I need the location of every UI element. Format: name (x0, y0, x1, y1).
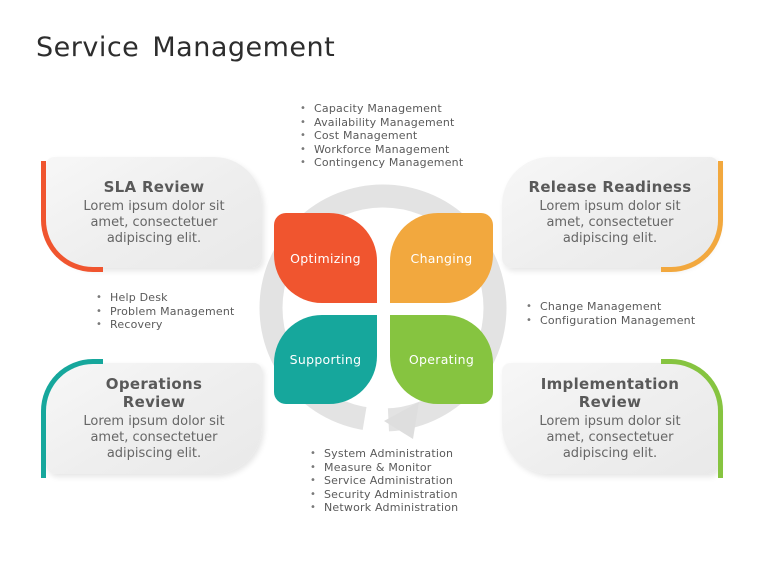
petal-operating-label: Operating (408, 352, 475, 367)
card-release-readiness: Release Readiness Lorem ipsum dolor sit … (502, 157, 723, 272)
list-item: Contingency Management (298, 156, 463, 170)
card-operations-body: Lorem ipsum dolor sit amet, consectetuer… (83, 414, 225, 462)
list-item: Problem Management (94, 305, 235, 319)
list-supporting-items: Help Desk Problem Management Recovery (94, 291, 235, 332)
list-item: Security Administration (308, 488, 458, 502)
list-item: Service Administration (308, 474, 458, 488)
list-item: Cost Management (298, 129, 463, 143)
list-item: System Administration (308, 447, 458, 461)
petal-changing-label: Changing (410, 250, 473, 266)
list-change-items: Change Management Configuration Manageme… (524, 300, 695, 327)
petal-operating: Operating (390, 315, 493, 404)
card-release-body: Lorem ipsum dolor sit amet, consectetuer… (539, 198, 681, 247)
card-sla-body: Lorem ipsum dolor sit amet, consectetuer… (83, 198, 225, 247)
page-title: Service Management (36, 32, 336, 63)
petal-changing: Changing (390, 213, 493, 303)
card-operations-title: Operations Review (105, 374, 203, 411)
card-implementation-title: Implementation Review (540, 374, 680, 411)
card-sla-title: SLA Review (103, 177, 205, 196)
list-item: Network Administration (308, 501, 458, 515)
list-changing-items: Capacity Management Availability Managem… (298, 102, 463, 170)
list-item: Measure & Monitor (308, 461, 458, 475)
list-item: Availability Management (298, 116, 463, 130)
list-item: Change Management (524, 300, 695, 314)
petal-optimizing: Optimizing (274, 213, 377, 303)
list-item: Workforce Management (298, 143, 463, 157)
list-item: Configuration Management (524, 314, 695, 328)
list-operating-items: System Administration Measure & Monitor … (308, 447, 458, 515)
card-operations-review: Operations Review Lorem ipsum dolor sit … (41, 359, 262, 478)
card-sla-review: SLA Review Lorem ipsum dolor sit amet, c… (41, 157, 262, 272)
list-item: Recovery (94, 318, 235, 332)
petal-supporting-label: Supporting (289, 352, 362, 367)
card-implementation-body: Lorem ipsum dolor sit amet, consectetuer… (539, 414, 681, 462)
list-item: Capacity Management (298, 102, 463, 116)
list-item: Help Desk (94, 291, 235, 305)
card-release-title: Release Readiness (528, 177, 692, 196)
card-implementation-review: Implementation Review Lorem ipsum dolor … (502, 359, 723, 478)
petal-optimizing-label: Optimizing (290, 250, 361, 266)
petal-supporting: Supporting (274, 315, 377, 404)
